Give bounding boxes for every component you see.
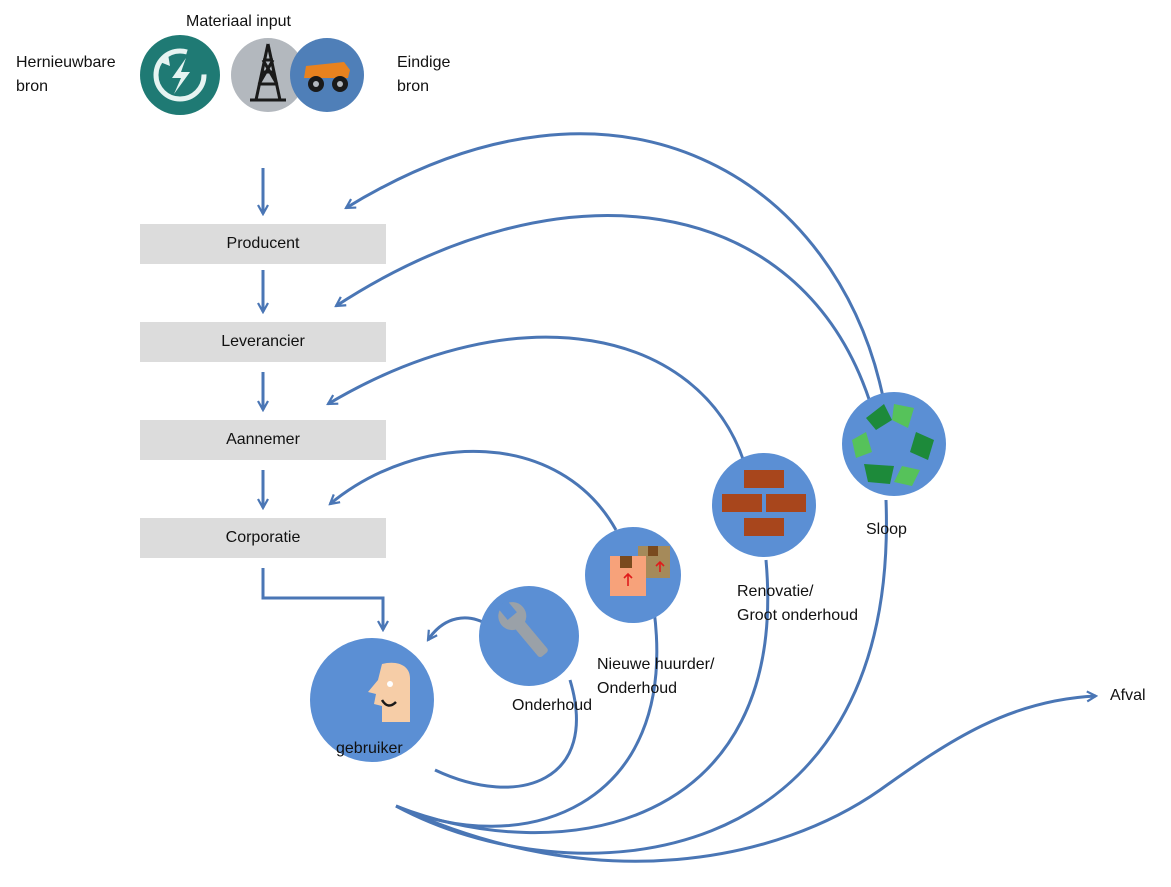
oil-rig-icon xyxy=(231,38,305,112)
nieuwe-huurder-circle xyxy=(585,527,681,623)
person-face-icon xyxy=(368,662,410,722)
gebruiker-circle xyxy=(310,638,434,762)
material-input-title: Materiaal input xyxy=(186,13,291,30)
producent-label: Producent xyxy=(226,235,300,252)
arrow-to-afval xyxy=(395,696,1096,863)
gebruiker-label: gebruiker xyxy=(336,740,403,757)
moving-boxes-icon xyxy=(610,546,670,596)
corporatie-label: Corporatie xyxy=(225,529,301,546)
arrow-sloop-to-leverancier xyxy=(336,214,872,403)
arrow-corporatie-to-gebruiker xyxy=(261,568,383,630)
chain-arrows xyxy=(263,168,383,630)
renewable-source-label: Hernieuwbare bron xyxy=(16,54,116,95)
corporatie-box: Corporatie xyxy=(140,518,386,558)
return-to-renovatie xyxy=(395,559,770,835)
nieuwe-huurder-label: Nieuwe huurder/ Onderhoud xyxy=(597,656,715,697)
renovatie-circle xyxy=(712,453,816,557)
loop-arrows xyxy=(328,132,886,640)
return-lines xyxy=(395,499,1096,863)
mining-truck-icon xyxy=(290,38,364,112)
wrench-icon xyxy=(497,599,548,658)
onderhoud-circle xyxy=(479,586,579,686)
aannemer-label: Aannemer xyxy=(226,431,300,448)
aannemer-box: Aannemer xyxy=(140,420,386,460)
bricks-icon xyxy=(722,470,806,536)
afval-label: Afval xyxy=(1110,687,1146,704)
arrow-sloop-to-producent xyxy=(346,132,886,403)
onderhoud-label: Onderhoud xyxy=(512,697,593,714)
recycle-icon xyxy=(852,404,934,486)
renovatie-label: Renovatie/ Groot onderhoud xyxy=(737,583,858,624)
sloop-circle xyxy=(842,392,946,496)
arrow-nieuwe-huurder-to-corporatie xyxy=(330,449,618,531)
renewable-energy-icon xyxy=(140,35,220,115)
producent-box: Producent xyxy=(140,224,386,264)
leverancier-label: Leverancier xyxy=(221,333,305,350)
sloop-label: Sloop xyxy=(866,521,907,538)
leverancier-box: Leverancier xyxy=(140,322,386,362)
return-to-onderhoud xyxy=(434,679,578,789)
arrow-renovatie-to-aannemer xyxy=(328,335,746,463)
finite-source-label: Eindige bron xyxy=(397,54,451,95)
